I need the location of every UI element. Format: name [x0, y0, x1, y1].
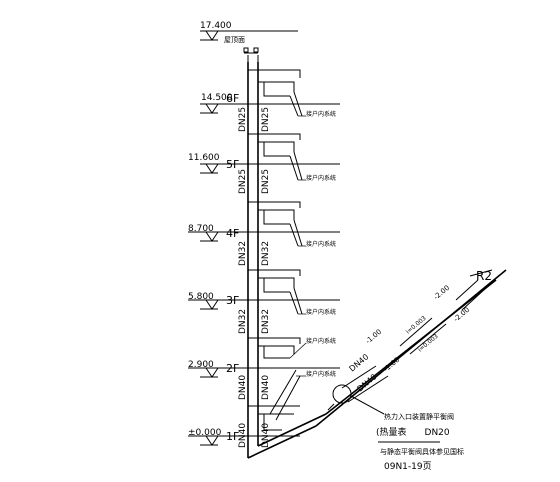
- roof-elevation-value: 17.400: [200, 21, 232, 31]
- floor-6f: 14.500 6F 接户内系统: [200, 69, 340, 118]
- floor-label-5f: 5F: [226, 158, 239, 171]
- pipe-label-5f-b: DN25: [261, 169, 271, 194]
- roof-elevation: 17.400 屋顶面: [200, 21, 298, 44]
- pipe-label-4f-a: DN32: [238, 241, 248, 266]
- branch-2f: 接户内系统: [306, 337, 336, 345]
- note-line-2: (热量表 DN20: [376, 426, 450, 438]
- branch-5f: 接户内系统: [306, 174, 336, 182]
- pipe-label-2f-b: DN40: [261, 375, 271, 400]
- pipe-label-6f-a: DN25: [238, 107, 248, 132]
- floor-5f: 11.600 5F 接户内系统: [188, 133, 340, 182]
- floor-label-6f: 6F: [226, 92, 239, 105]
- pipe-label-1f-a: DN40: [238, 423, 248, 448]
- entry-meter: [327, 384, 385, 415]
- dn40-a: DN40: [348, 352, 371, 373]
- branch-1f: 接户内系统: [306, 370, 336, 378]
- depth-c: -2.00: [432, 284, 451, 302]
- floor-2f: 2.900 2F 接户内系统: [188, 337, 340, 378]
- floor-label-3f: 3F: [226, 294, 239, 307]
- floor-label-4f: 4F: [226, 227, 239, 240]
- floor-1f: ±0.000 1F 接户内系统: [188, 369, 336, 446]
- branch-6f: 接户内系统: [306, 110, 336, 118]
- elevation-2f: 2.900: [188, 360, 214, 370]
- main-risers: [247, 62, 259, 458]
- elevation-5f: 11.600: [188, 153, 220, 163]
- depth-a: -1.00: [364, 328, 383, 346]
- slope-b: i=0.003: [417, 333, 440, 354]
- pipe-label-6f-b: DN25: [261, 107, 271, 132]
- pipe-label-1f-b: DN40: [261, 423, 271, 448]
- elevation-6f: 14.500: [201, 93, 233, 103]
- floor-4f: 8.700 4F 接户内系统: [188, 201, 340, 248]
- pipe-size-labels: DN25 DN25 DN25 DN25 DN32 DN32 DN32 DN32 …: [238, 107, 271, 448]
- air-vent: [243, 47, 259, 65]
- pipe-label-2f-a: DN40: [238, 375, 248, 400]
- roof-label: 屋顶面: [224, 36, 245, 44]
- depth-d: -2.00: [452, 306, 471, 324]
- pipe-label-5f-a: DN25: [238, 169, 248, 194]
- pipe-label-3f-b: DN32: [261, 309, 271, 334]
- note-line-1: 热力入口装置静平衡阀: [384, 412, 454, 421]
- floor-label-1f: 1F: [226, 430, 239, 443]
- note-line-3: 与静态平衡阀具体参见国标: [380, 447, 464, 456]
- pipe-label-3f-a: DN32: [238, 309, 248, 334]
- dn40-b: DN40: [356, 372, 379, 393]
- elevation-4f: 8.700: [188, 224, 214, 234]
- floor-3f: 5.800 3F 接户内系统: [188, 269, 340, 316]
- pipe-label-4f-b: DN32: [261, 241, 271, 266]
- floor-label-2f: 2F: [226, 362, 239, 375]
- heat-entry-pipes: [247, 269, 507, 459]
- elevation-1f: ±0.000: [188, 428, 222, 438]
- branch-3f: 接户内系统: [306, 308, 336, 316]
- return-label: R2: [476, 269, 492, 283]
- note-line-4: 09N1-19页: [384, 461, 432, 472]
- elevation-3f: 5.800: [188, 292, 214, 302]
- branch-4f: 接户内系统: [306, 240, 336, 248]
